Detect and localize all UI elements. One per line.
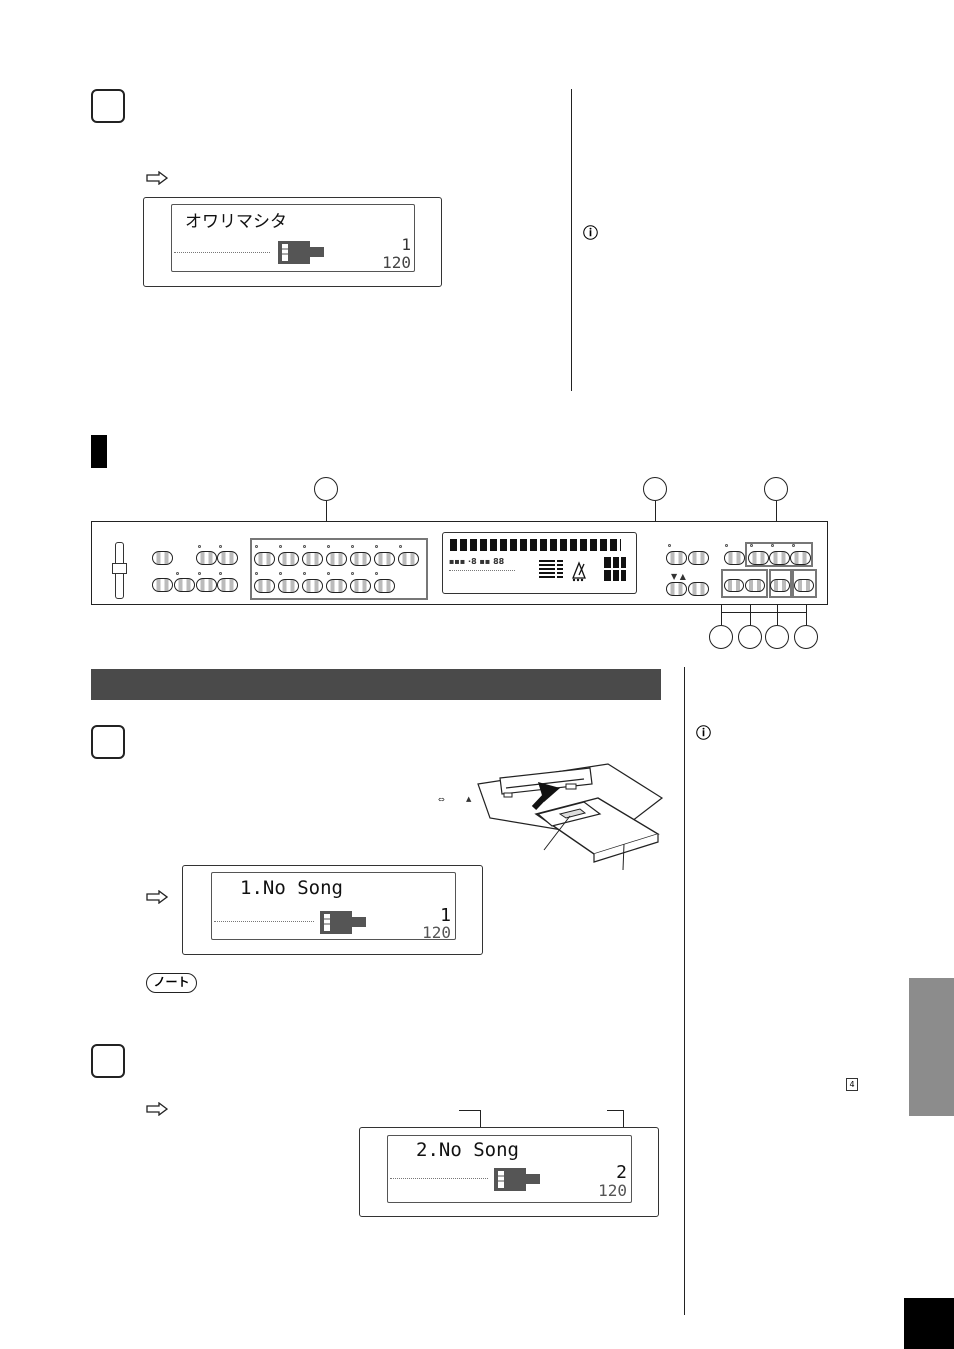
lcd-song-number: 1: [440, 905, 451, 926]
panel-button[interactable]: [666, 551, 687, 565]
section-marker: [91, 435, 107, 468]
arrow-right-icon: [146, 1102, 168, 1116]
tempo-up-button[interactable]: [688, 582, 709, 596]
voice-button[interactable]: [302, 579, 323, 593]
callout-circle: [794, 625, 818, 649]
voice-button[interactable]: [278, 579, 299, 593]
hint-icon: ⓘ: [696, 724, 712, 742]
panel-button[interactable]: [196, 551, 217, 565]
voice-button[interactable]: [326, 552, 347, 566]
lcd-tempo: 120: [382, 253, 411, 272]
panel-button[interactable]: [217, 551, 238, 565]
voice-button[interactable]: [302, 552, 323, 566]
svg-text:⇔: ⇔: [438, 795, 445, 804]
panel-button[interactable]: [688, 551, 709, 565]
arrow-right-icon: [146, 171, 168, 185]
callout-circle: [314, 477, 338, 501]
voice-button[interactable]: [374, 579, 395, 593]
song-button-group: [745, 542, 813, 567]
voice-button[interactable]: [350, 552, 371, 566]
lcd-display-mid: 1.No Song 1 120: [182, 865, 483, 955]
arrow-right-icon: [146, 890, 168, 904]
chapter-side-tab: [909, 978, 954, 1116]
hint-icon: ⓘ: [583, 224, 599, 242]
lcd-display-top: オワリマシタ 1 120: [143, 197, 442, 287]
panel-button[interactable]: [174, 578, 195, 592]
song-button[interactable]: [748, 551, 769, 565]
section-heading-bar: [91, 669, 661, 700]
panel-button[interactable]: [217, 578, 238, 592]
control-panel: ▪▪▪ ·8 ▪▪ 88 ▼ ▲: [91, 521, 828, 605]
floppy-disk-icon: ⇔ ▲: [438, 763, 664, 871]
voice-button-group: [250, 538, 428, 600]
callout-circle: [643, 477, 667, 501]
panel-lcd: ▪▪▪ ·8 ▪▪ 88: [442, 532, 637, 594]
callout-circle: [738, 625, 762, 649]
play-button[interactable]: [770, 579, 790, 592]
note-badge: ノート: [146, 973, 197, 993]
callout-circle: [764, 477, 788, 501]
lcd-song-name: 1.No Song: [240, 877, 343, 899]
lcd-song-number: 2: [616, 1162, 627, 1183]
callout-circle: [765, 625, 789, 649]
stop-button-frame: [792, 569, 817, 598]
step-number-box: [91, 1044, 125, 1078]
voice-button[interactable]: [398, 552, 419, 566]
metronome-icon: [572, 561, 586, 582]
rewind-ff-group: [721, 569, 768, 598]
lcd-tempo: 120: [598, 1181, 627, 1200]
stop-button[interactable]: [794, 579, 814, 592]
voice-button[interactable]: [326, 579, 347, 593]
svg-text:▲: ▲: [466, 795, 472, 803]
lcd-tempo: 120: [422, 923, 451, 942]
song-button[interactable]: [769, 551, 790, 565]
lcd-message: オワリマシタ: [185, 212, 287, 232]
lcd-display-bottom: 2.No Song 2 120: [359, 1127, 659, 1217]
step-number-box: [91, 725, 125, 759]
panel-button[interactable]: [152, 578, 173, 592]
song-button[interactable]: [790, 551, 811, 565]
fast-forward-button[interactable]: [745, 579, 765, 592]
lcd-song-name: 2.No Song: [416, 1139, 519, 1161]
piano-icon: [320, 911, 366, 934]
panel-button[interactable]: [152, 551, 173, 565]
panel-button[interactable]: [724, 551, 745, 565]
voice-button[interactable]: [254, 552, 275, 566]
voice-button[interactable]: [374, 552, 395, 566]
piano-icon: [494, 1168, 540, 1191]
voice-button[interactable]: [350, 579, 371, 593]
voice-button[interactable]: [254, 579, 275, 593]
panel-button[interactable]: [196, 578, 217, 592]
page-corner-marker: [904, 1298, 954, 1349]
piano-icon: [278, 241, 324, 264]
page-ref-box: 4: [846, 1078, 858, 1091]
rewind-button[interactable]: [724, 579, 744, 592]
lcd-song-number: 1: [401, 235, 411, 254]
callout-circle: [709, 625, 733, 649]
voice-button[interactable]: [278, 552, 299, 566]
step-number-box: [91, 89, 125, 123]
tempo-down-button[interactable]: [666, 582, 687, 596]
